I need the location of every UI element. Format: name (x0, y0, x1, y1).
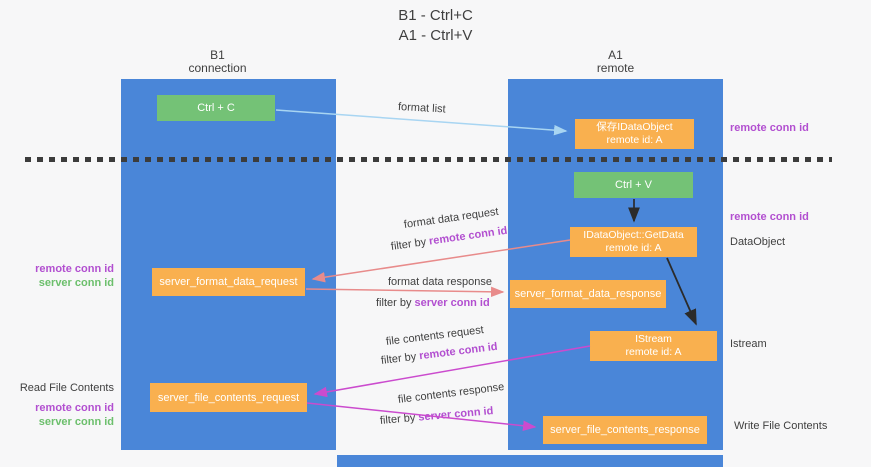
ctrl-v-node: Ctrl + V (574, 172, 693, 198)
server-file-contents-response-node: server_file_contents_response (543, 416, 707, 444)
label-file-response-filter: filter by server conn id (379, 405, 493, 427)
title-line1: B1 - Ctrl+C (398, 7, 473, 24)
annotation-dataobject: DataObject (730, 236, 786, 248)
filter-by-text: filter by (390, 235, 430, 253)
lane-b1-name: B1 (210, 48, 225, 62)
annotation-format-server-conn-id: server conn id (38, 277, 114, 289)
label-format-data-response: format data response (388, 276, 492, 288)
annotation-write-file-contents: Write File Contents (734, 420, 828, 432)
getdata-line1: IDataObject::GetData (583, 229, 684, 241)
save-idataobject-line1: 保存IDataObject (596, 121, 673, 133)
lane-a1-role: remote (596, 61, 635, 75)
annotation-read-file-contents: Read File Contents (19, 382, 114, 394)
server-format-data-request-node: server_format_data_request (152, 268, 305, 296)
save-idataobject-line2: remote id: A (606, 134, 663, 146)
annotation-remote-conn-id-mid: remote conn id (730, 211, 809, 223)
file-response-label: server_file_contents_response (550, 424, 700, 436)
ctrl-v-label: Ctrl + V (615, 179, 652, 191)
ctrl-c-node: Ctrl + C (157, 95, 275, 121)
file-request-label: server_file_contents_request (157, 391, 300, 404)
annotation-istream: Istream (730, 338, 767, 350)
label-format-list: format list (397, 101, 446, 116)
filter-key-remote-conn-id: remote conn id (428, 224, 509, 248)
label-format-response-filter: filter by server conn id (376, 297, 490, 309)
server-file-contents-request-node: server_file_contents_request (150, 383, 307, 412)
ctrl-c-label: Ctrl + C (197, 102, 235, 114)
lane-header-a1: A1 remote (508, 49, 723, 75)
istream-node: IStream remote id: A (590, 331, 717, 361)
format-response-label: server_format_data_response (514, 288, 662, 300)
phase-separator-dashed-line (25, 157, 832, 162)
lane-b1-role: connection (188, 61, 247, 75)
format-request-label: server_format_data_request (159, 276, 298, 288)
filter-by-text: filter by (376, 297, 415, 309)
annotation-file-remote-conn-id: remote conn id (35, 402, 114, 414)
diagram-title: B1 - Ctrl+C A1 - Ctrl+V (0, 6, 871, 46)
filter-by-text: filter by (379, 411, 419, 427)
partial-lane-bottom (337, 455, 723, 467)
annotation-format-remote-conn-id: remote conn id (35, 263, 114, 275)
lane-header-b1: B1 connection (110, 49, 325, 75)
server-format-data-response-node: server_format_data_response (510, 280, 666, 308)
filter-key-server-conn-id: server conn id (414, 297, 490, 309)
label-file-contents-response: file contents response (397, 381, 505, 406)
filter-by-text: filter by (380, 350, 420, 367)
annotation-file-server-conn-id: server conn id (38, 416, 114, 428)
istream-line2: remote id: A (625, 346, 682, 358)
getdata-line2: remote id: A (605, 242, 662, 254)
filter-key-remote-conn-id: remote conn id (418, 340, 499, 363)
annotation-remote-conn-id-top: remote conn id (730, 122, 809, 134)
save-idataobject-node: 保存IDataObject remote id: A (575, 119, 694, 149)
idataobject-getdata-node: IDataObject::GetData remote id: A (570, 227, 697, 257)
title-line2: A1 - Ctrl+V (398, 27, 473, 44)
lane-a1-name: A1 (608, 48, 623, 62)
istream-line1: IStream (635, 333, 672, 345)
filter-key-server-conn-id: server conn id (417, 405, 494, 424)
